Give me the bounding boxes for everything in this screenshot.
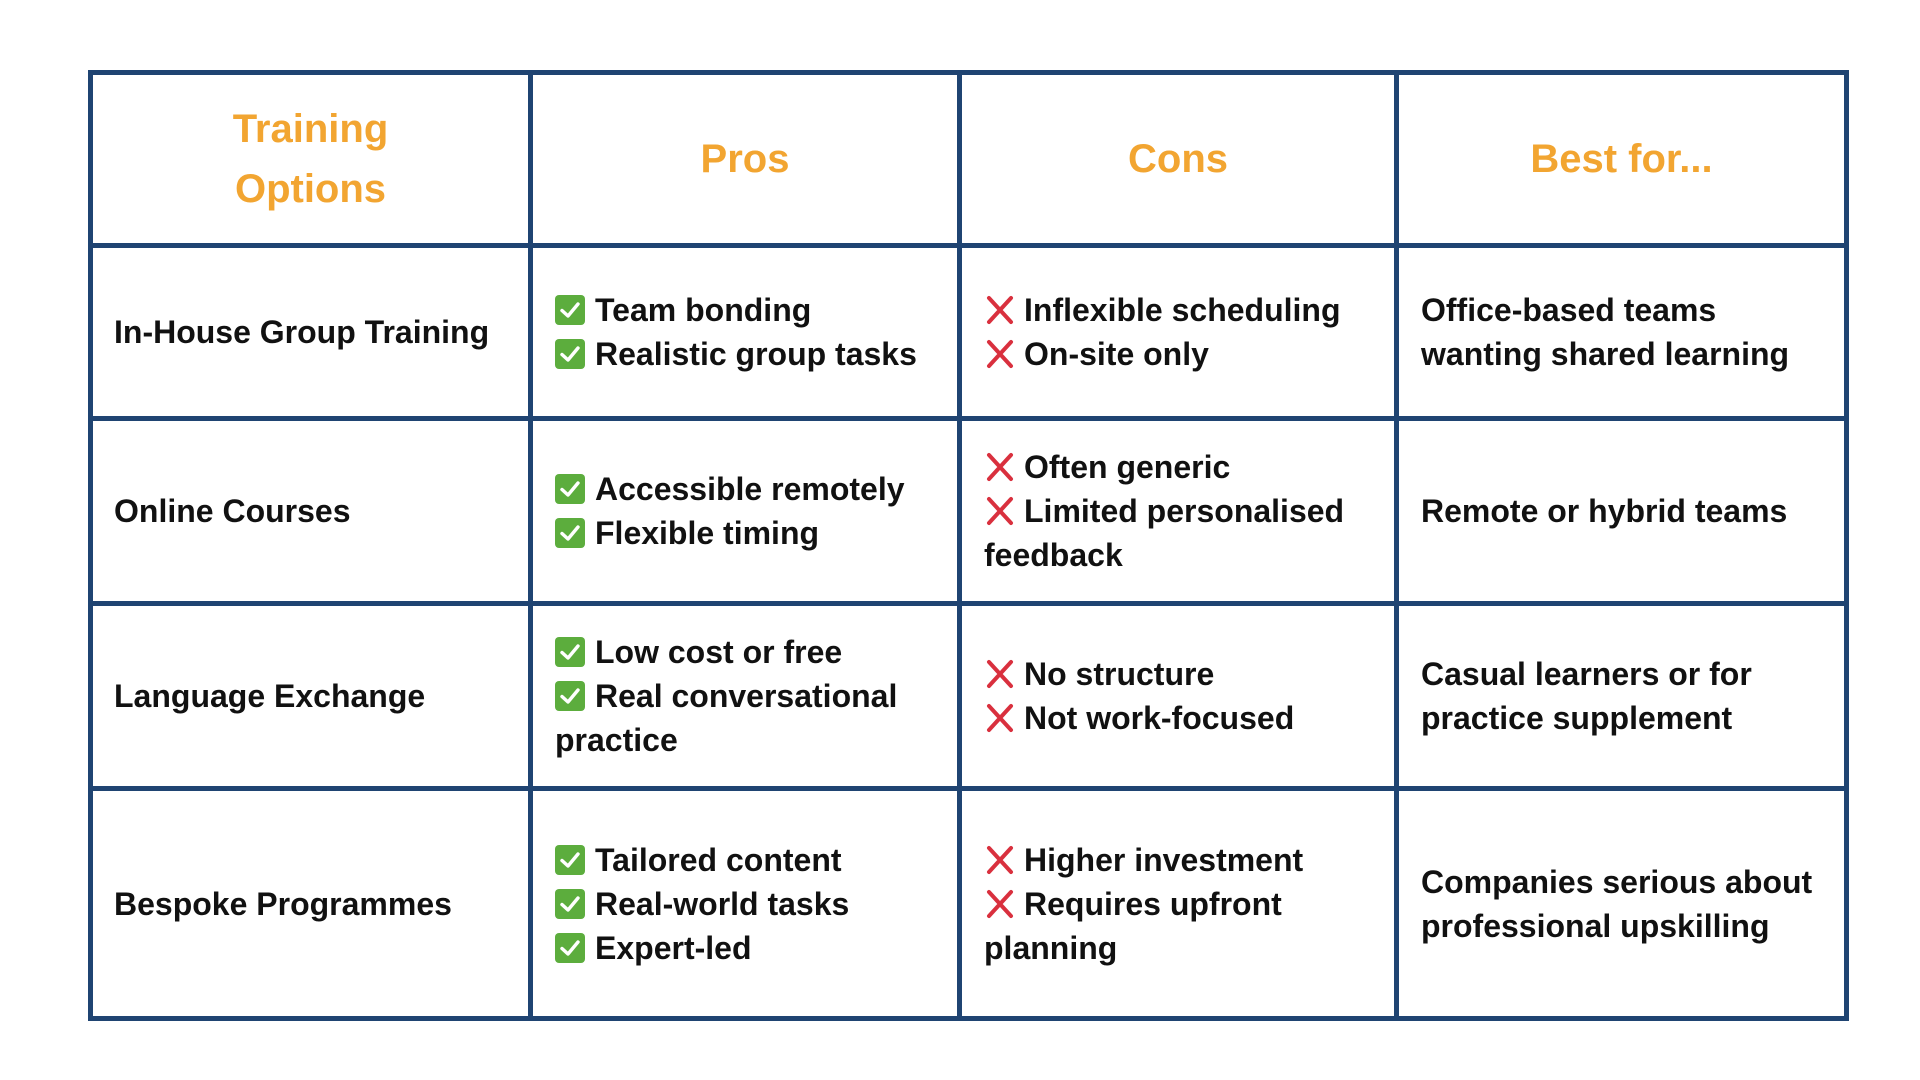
cross-mark-icon: [984, 452, 1016, 482]
cross-mark-icon: [984, 295, 1016, 325]
con-text: Requires upfront planning: [984, 885, 1282, 966]
best-for-cell: Office-based teams wanting shared learni…: [1394, 243, 1849, 421]
pro-text: Realistic group tasks: [595, 336, 917, 372]
con-text: No structure: [1024, 656, 1215, 692]
header-options-line2: Options: [234, 167, 387, 211]
best-for-cell: Companies serious about professional ups…: [1394, 786, 1849, 1021]
cons-cell: Higher investment Requires upfront plann…: [957, 786, 1399, 1021]
training-comparison-table: Training Options Pros Cons Best for... I…: [88, 70, 1849, 1021]
cross-mark-icon: [984, 845, 1016, 875]
pro-text: Accessible remotely: [595, 471, 905, 507]
table-row: Online Courses Accessible remotely Flexi…: [88, 416, 1849, 606]
con-text: Often generic: [1024, 449, 1231, 485]
con-text: Not work-focused: [1024, 700, 1295, 736]
best-for-cell: Remote or hybrid teams: [1394, 416, 1849, 606]
check-mark-icon: [555, 932, 585, 963]
header-best-for: Best for...: [1394, 70, 1849, 248]
cross-mark-icon: [984, 889, 1016, 919]
cross-mark-icon: [984, 339, 1016, 369]
con-item: Higher investment: [984, 838, 1374, 882]
check-mark-icon: [555, 681, 585, 711]
con-item: Often generic: [984, 445, 1374, 489]
option-name: Bespoke Programmes: [88, 786, 533, 1021]
con-item: No structure: [984, 652, 1374, 696]
pro-item: Tailored content: [555, 838, 937, 882]
pro-text: Low cost or free: [595, 634, 843, 670]
pro-item: Realistic group tasks: [555, 332, 937, 376]
con-item: Inflexible scheduling: [984, 288, 1374, 332]
pro-text: Expert-led: [595, 929, 752, 966]
pros-cell: Tailored content Real-world tasks Expert…: [528, 786, 962, 1021]
check-mark-icon: [555, 518, 585, 548]
pros-cell: Accessible remotely Flexible timing: [528, 416, 962, 606]
table-row: In-House Group Training Team bonding Rea…: [88, 243, 1849, 421]
header-options-line1: Training: [232, 107, 389, 151]
pro-item: Accessible remotely: [555, 467, 937, 511]
comparison-table-wrapper: Training Options Pros Cons Best for... I…: [88, 70, 1849, 1021]
pro-text: Real-world tasks: [595, 885, 850, 922]
check-mark-icon: [555, 844, 585, 875]
pro-item: Real conversational practice: [555, 674, 937, 762]
con-item: On-site only: [984, 332, 1374, 376]
con-text: Inflexible scheduling: [1024, 292, 1341, 328]
pro-text: Team bonding: [595, 292, 812, 328]
pro-text: Tailored content: [595, 841, 842, 878]
check-mark-icon: [555, 295, 585, 325]
pros-cell: Team bonding Realistic group tasks: [528, 243, 962, 421]
cons-cell: Inflexible scheduling On-site only: [957, 243, 1399, 421]
check-mark-icon: [555, 888, 585, 919]
con-text: Higher investment: [1024, 841, 1304, 878]
con-text: Limited personalised feedback: [984, 493, 1345, 573]
con-item: Limited personalised feedback: [984, 489, 1374, 577]
cross-mark-icon: [984, 496, 1016, 526]
option-name: In-House Group Training: [88, 243, 533, 421]
pro-item: Low cost or free: [555, 630, 937, 674]
con-item: Not work-focused: [984, 696, 1374, 740]
table-row: Bespoke Programmes Tailored content Real…: [88, 786, 1849, 1021]
con-item: Requires upfront planning: [984, 882, 1374, 970]
option-name: Language Exchange: [88, 601, 533, 791]
cross-mark-icon: [984, 659, 1016, 689]
header-cons: Cons: [957, 70, 1399, 248]
cons-cell: Often generic Limited personalised feedb…: [957, 416, 1399, 606]
con-text: On-site only: [1024, 336, 1209, 372]
cross-mark-icon: [984, 703, 1016, 733]
check-mark-icon: [555, 339, 585, 369]
pro-item: Flexible timing: [555, 511, 937, 555]
pro-text: Flexible timing: [595, 515, 820, 551]
pro-item: Real-world tasks: [555, 882, 937, 926]
header-row: Training Options Pros Cons Best for...: [88, 70, 1849, 248]
pro-text: Real conversational practice: [555, 678, 898, 758]
header-training-options: Training Options: [88, 70, 533, 248]
header-pros: Pros: [528, 70, 962, 248]
best-for-cell: Casual learners or for practice suppleme…: [1394, 601, 1849, 791]
table-row: Language Exchange Low cost or free Real …: [88, 601, 1849, 791]
cons-cell: No structure Not work-focused: [957, 601, 1399, 791]
pro-item: Expert-led: [555, 926, 937, 970]
pro-item: Team bonding: [555, 288, 937, 332]
check-mark-icon: [555, 637, 585, 667]
option-name: Online Courses: [88, 416, 533, 606]
check-mark-icon: [555, 474, 585, 504]
pros-cell: Low cost or free Real conversational pra…: [528, 601, 962, 791]
